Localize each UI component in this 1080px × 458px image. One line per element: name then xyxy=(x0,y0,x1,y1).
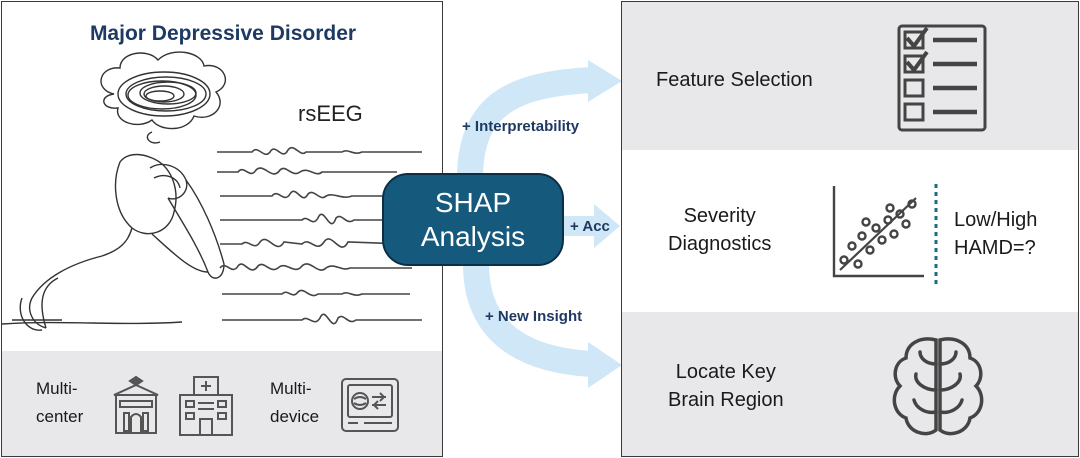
hospital-icon xyxy=(179,376,233,436)
multi-device-label: Multi- device xyxy=(270,379,320,426)
arrow-interpretability xyxy=(457,67,593,179)
eeg-wave-6 xyxy=(219,263,412,271)
eeg-wave-4 xyxy=(220,213,417,225)
eeg-label: rsEEG xyxy=(298,101,363,126)
severity-row: Severity Diagnostics Low/High HAMD=? xyxy=(622,150,1078,312)
arrow-head-top xyxy=(588,60,622,102)
feature-selection-label: Feature Selection xyxy=(656,69,813,91)
panel-title: Major Depressive Disorder xyxy=(89,22,357,45)
brain-region-row: Locate Key Brain Region xyxy=(622,312,1078,456)
eeg-wave-3 xyxy=(220,190,407,199)
thinking-person-illustration xyxy=(2,51,227,331)
hamd-label: Low/High HAMD=? xyxy=(954,209,1038,259)
eeg-waves xyxy=(217,146,422,325)
arrow-acc xyxy=(563,216,597,236)
interpretability-label: + Interpretability xyxy=(462,118,580,135)
shap-line-1: SHAP xyxy=(434,186,512,218)
outcomes-panel: Feature Selection Severity Diagnostics xyxy=(621,1,1079,457)
dotted-divider xyxy=(934,184,938,288)
feature-selection-row: Feature Selection xyxy=(622,2,1078,150)
arrow-head-bottom xyxy=(588,342,622,388)
eeg-wave-1 xyxy=(217,146,422,156)
shap-analysis-box: SHAP Analysis xyxy=(382,173,564,266)
multi-source-strip: Multi- center xyxy=(2,351,442,456)
eeg-wave-7 xyxy=(222,289,410,297)
arrow-new-insight xyxy=(463,263,593,377)
eeg-device-icon xyxy=(341,378,399,432)
acc-label: + Acc xyxy=(570,218,610,235)
mdd-panel: Major Depressive Disorder xyxy=(1,1,443,457)
severity-label: Severity Diagnostics xyxy=(668,205,772,255)
checklist-icon xyxy=(897,24,987,132)
multi-center-label: Multi- center xyxy=(36,379,84,426)
brain-icon xyxy=(892,337,984,436)
new-insight-label: + New Insight xyxy=(485,308,583,325)
arrow-head-mid xyxy=(594,204,620,248)
school-building-icon xyxy=(113,375,159,434)
eeg-wave-8 xyxy=(222,313,422,325)
eeg-wave-2 xyxy=(217,167,397,175)
shap-line-2: Analysis xyxy=(420,220,526,252)
scatter-plot-icon xyxy=(832,186,924,278)
eeg-wave-5 xyxy=(220,238,405,248)
brain-region-label: Locate Key Brain Region xyxy=(668,361,784,411)
